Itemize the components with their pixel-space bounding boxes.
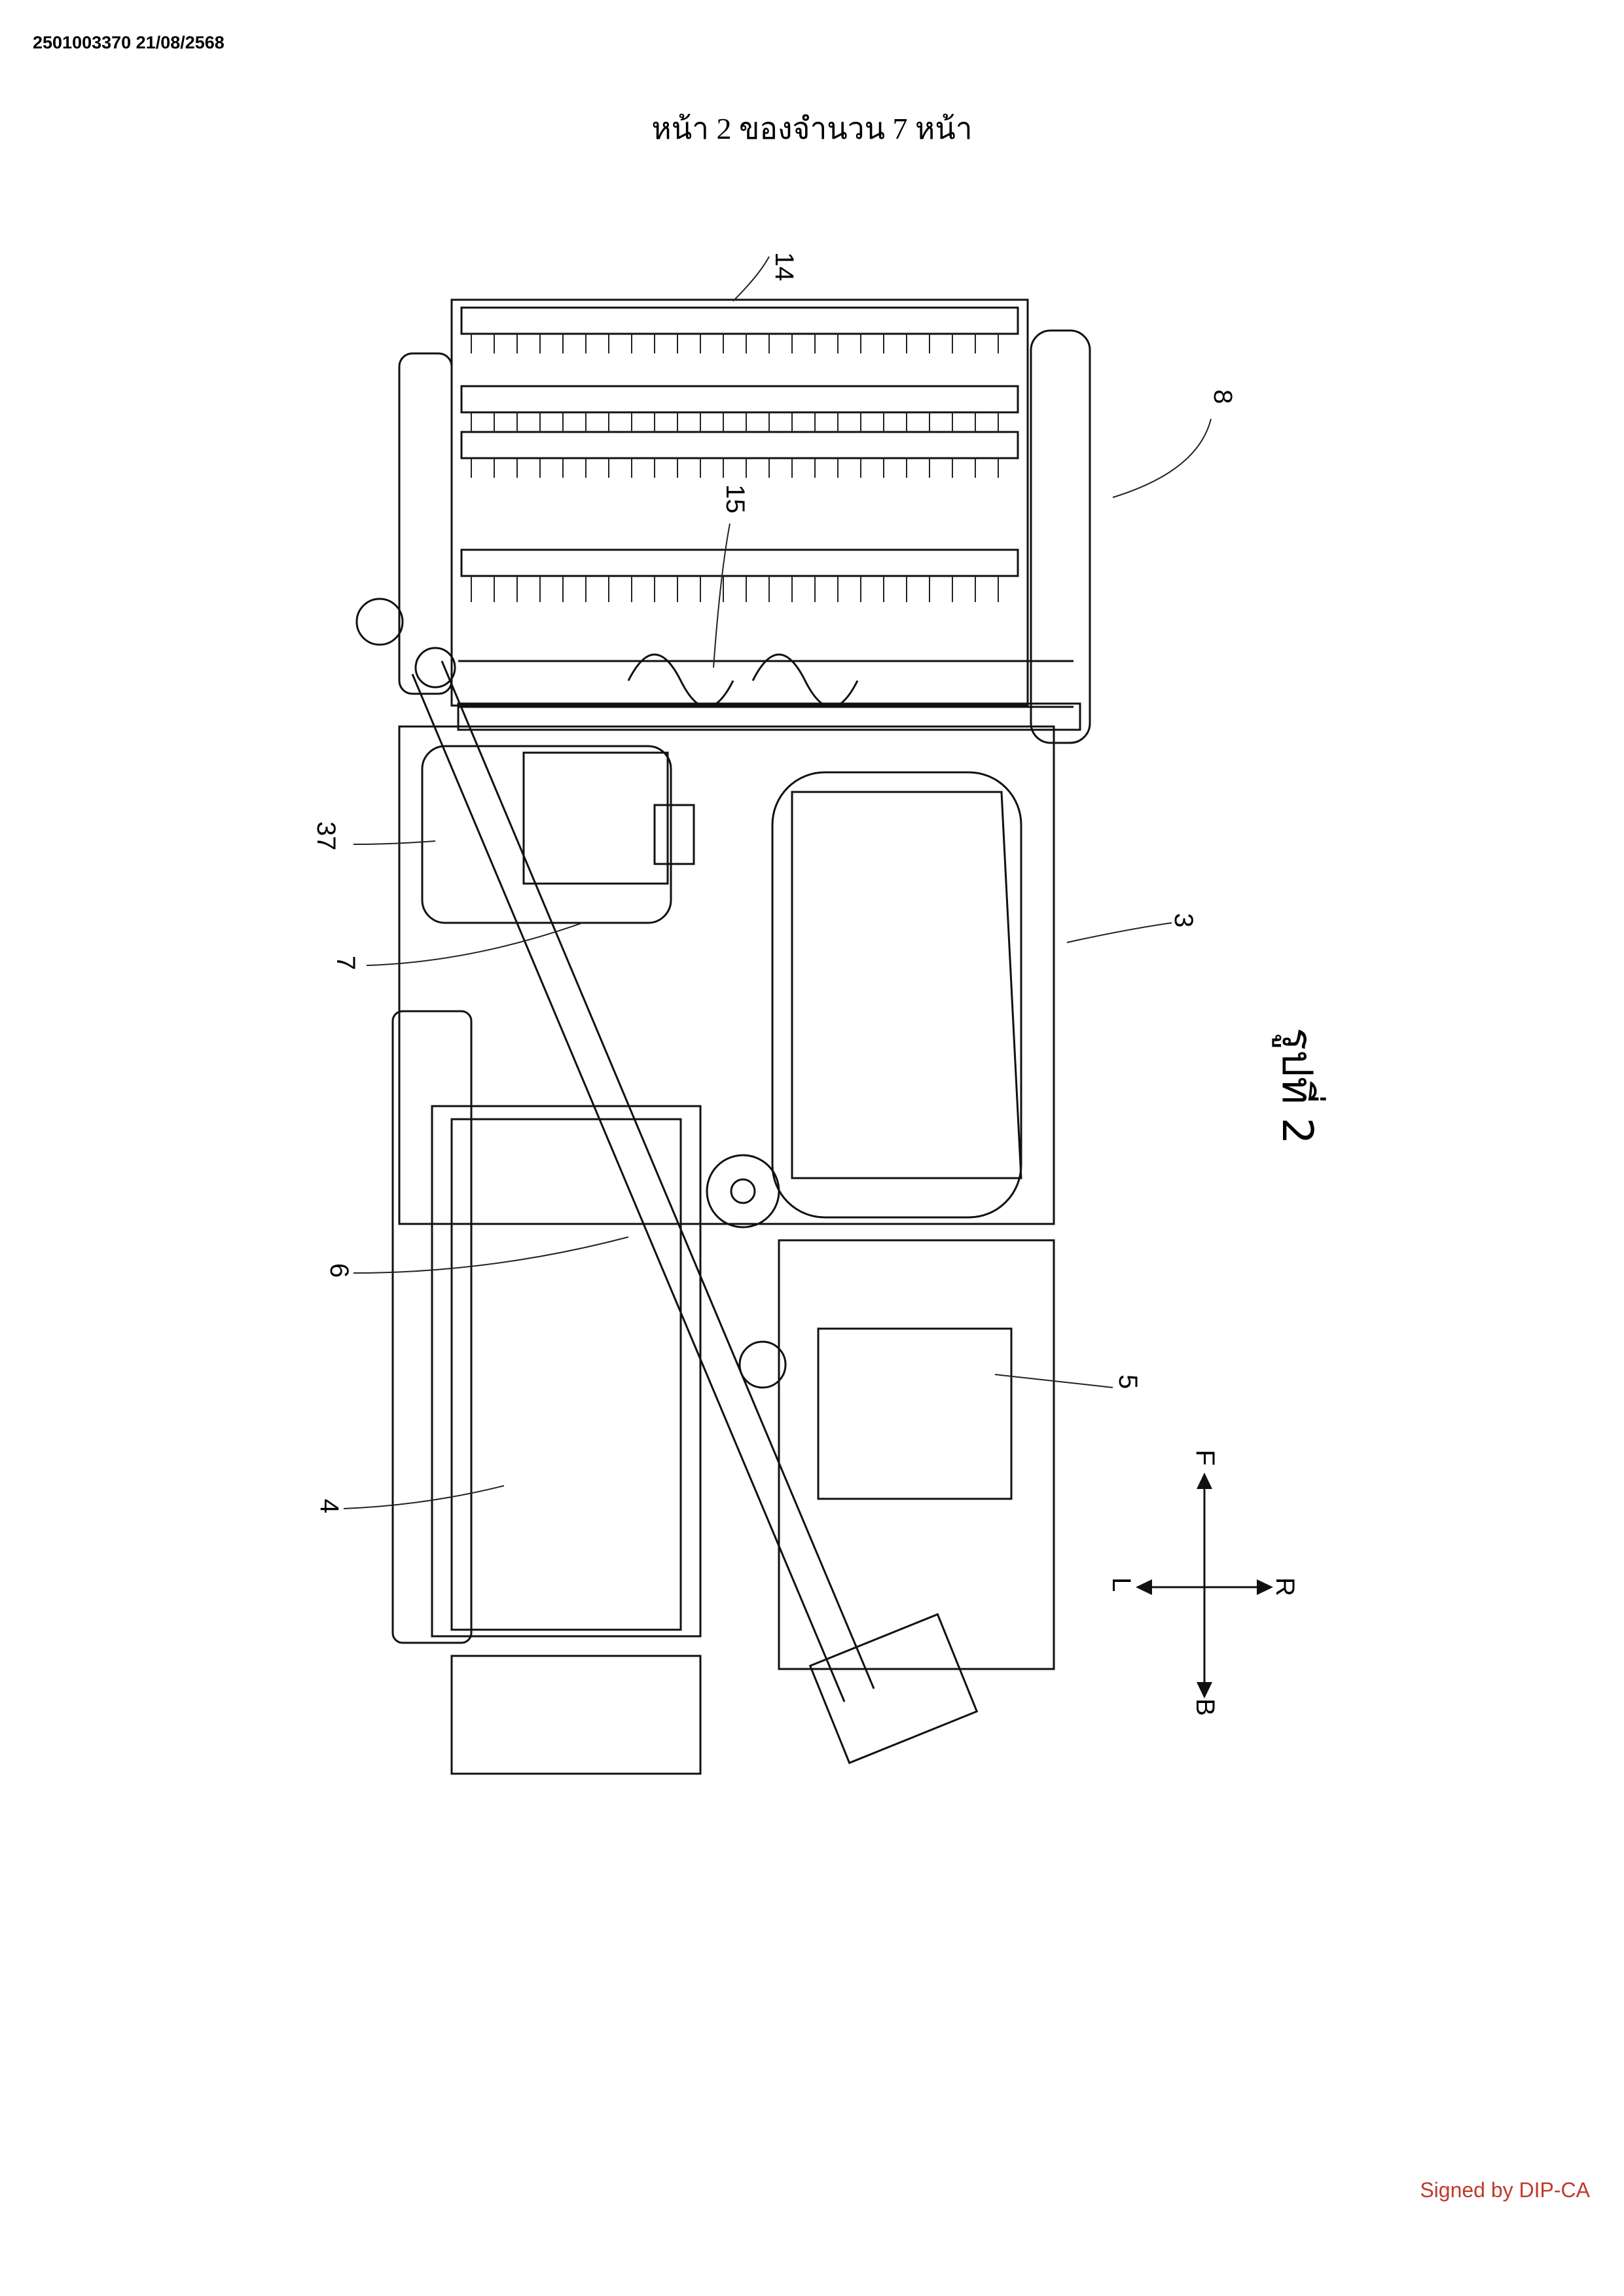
label-15: 15 xyxy=(721,484,749,514)
grain-tank xyxy=(391,1010,702,1775)
direction-left: L xyxy=(1107,1577,1136,1592)
reference-numerals: 14 15 8 37 7 3 6 5 4 xyxy=(312,252,1237,1513)
page-indicator: หน้า 2 ของจำนวน 7 หน้า xyxy=(651,112,973,145)
unloading-auger xyxy=(355,598,979,1765)
engine-cover xyxy=(738,1239,1055,1670)
direction-compass: F B L R xyxy=(1107,1450,1299,1716)
direction-front: F xyxy=(1191,1450,1219,1465)
reaper-header xyxy=(398,298,1091,744)
label-5: 5 xyxy=(1113,1374,1142,1389)
label-14: 14 xyxy=(770,252,799,281)
label-8: 8 xyxy=(1208,389,1237,404)
label-37: 37 xyxy=(312,821,340,851)
digital-signature: Signed by DIP-CA xyxy=(1420,2178,1590,2202)
label-6: 6 xyxy=(325,1263,353,1278)
direction-back: B xyxy=(1191,1698,1219,1716)
label-4: 4 xyxy=(315,1499,344,1513)
figure-caption: รูปที่ 2 xyxy=(1272,1028,1326,1144)
machine-body xyxy=(398,725,1055,1229)
label-3: 3 xyxy=(1169,913,1198,927)
leader-lines xyxy=(343,256,1212,1509)
document-stamp: 2501003370 21/08/2568 xyxy=(33,33,225,52)
label-7: 7 xyxy=(331,956,360,970)
direction-right: R xyxy=(1271,1577,1299,1596)
